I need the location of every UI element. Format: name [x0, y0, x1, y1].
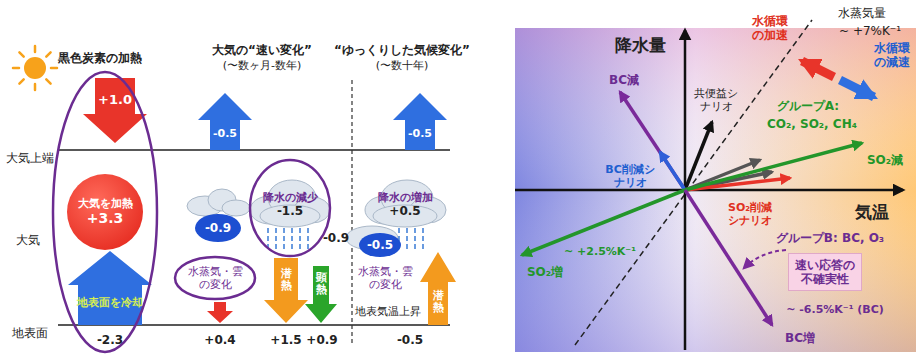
uncertainty-arc: [744, 250, 786, 268]
divider-line: [351, 80, 352, 345]
water-cycle-arrow: [802, 61, 834, 77]
flux-value: +0.4: [204, 333, 235, 347]
highlight-ellipse: [53, 72, 157, 352]
flux-name: 潜熱: [433, 290, 444, 314]
highlight-ellipse: [175, 257, 255, 299]
axis-label: 降水量: [615, 35, 666, 55]
water-cycle-arrow: [802, 61, 874, 97]
flux-value: +1.0: [98, 92, 132, 108]
chart-axis: [515, 30, 903, 350]
flux-name: 潜熱: [281, 268, 292, 292]
vapour-line: [575, 20, 812, 345]
scenario-label: BC削減シナリオ: [605, 163, 655, 189]
highlight-ellipse: [53, 72, 330, 352]
flux-arrow: [83, 78, 147, 143]
response-arrow: [685, 143, 862, 190]
rain-lines: [268, 228, 308, 252]
heading-text: 黒色炭素の加熱: [58, 51, 142, 65]
chart-ground: [515, 28, 916, 352]
process-label: 水蒸気・雲の変化: [188, 265, 243, 291]
process-label: 水蒸気・雲の変化: [358, 265, 413, 291]
process-label: 地表面を冷却: [77, 296, 143, 309]
response-arrow: [685, 178, 790, 190]
flux-arrow: [420, 252, 456, 325]
group-label: グループA:: [777, 99, 839, 113]
cloud-shape: [187, 180, 446, 250]
flux-value: -0.5: [397, 333, 423, 347]
node-text: -0.9: [205, 221, 231, 235]
trend-label: 水循環の加速: [751, 14, 789, 43]
flux-value: -0.9: [323, 231, 349, 245]
group-label: グループB: BC, O₃: [776, 231, 884, 245]
period-text: (〜数十年): [376, 59, 429, 72]
row-label: 大気上端: [6, 151, 54, 165]
level-line: [58, 150, 450, 325]
group-label: CO₂, SO₂, CH₄: [767, 117, 857, 131]
node-text: 降水の増加: [378, 191, 433, 204]
flux-arrow: [305, 266, 337, 323]
flux-value: -2.3: [97, 333, 123, 347]
level-line: [58, 150, 450, 325]
process-label: 地表気温上昇: [355, 305, 421, 318]
flux-arrow: [68, 78, 456, 325]
axis-label: 気温: [855, 202, 889, 222]
row-label: 地表面: [12, 326, 48, 340]
flux-arrow: [393, 93, 447, 150]
response-arrow: [522, 190, 685, 255]
rain-lines: [399, 228, 423, 250]
sun-icon: [13, 46, 57, 90]
rate-label: ~ +2.5%K⁻¹: [564, 245, 636, 258]
sun-icon: [13, 46, 57, 90]
heated-atmosphere-circle: 大気を加熱+3.3: [67, 174, 143, 250]
period-text: (〜数ヶ月-数年): [223, 59, 302, 72]
forcing-label: SO₂増: [527, 265, 563, 279]
water-cycle-arrow: [840, 80, 874, 97]
cloud-shape: [373, 205, 437, 227]
cloud-ellipse: -0.9: [195, 214, 241, 242]
cloud-shape: [260, 205, 320, 227]
node-text: 速い応答の不確実性: [794, 258, 856, 287]
response-arrow: [660, 152, 685, 190]
flux-arrow: [264, 258, 308, 323]
scenario-label: SO₂削減シナリオ: [725, 201, 776, 227]
precip-cloud: 降水の減少-1.5: [257, 187, 324, 223]
chart-ground: [515, 28, 916, 352]
flux-arrow: [198, 93, 252, 150]
forcing-label: BC増: [785, 331, 815, 345]
chart-ground: [515, 28, 916, 352]
cloud-shape: [222, 200, 250, 216]
heading-text: 大気の“速い変化”: [212, 43, 312, 57]
rate-label: ~ +7%K⁻¹: [839, 24, 901, 38]
scenario-label: 共便益シナリオ: [693, 87, 739, 113]
flux-value: +0.9: [306, 333, 337, 347]
node-text: -0.5: [367, 238, 393, 252]
flux-name: 顕熱: [316, 272, 327, 296]
node-text: +3.3: [87, 210, 124, 227]
rate-label: ~ -6.5%K⁻¹ (BC): [786, 303, 884, 316]
trend-label: 水蒸気量: [838, 6, 886, 20]
row-label: 大気: [16, 233, 40, 247]
flux-arrow: [207, 302, 233, 323]
chart-axis: [515, 189, 903, 192]
cloud-ellipse: -0.5: [359, 233, 401, 257]
flux-value: -0.5: [213, 127, 237, 140]
node-text: -1.5: [277, 204, 303, 218]
highlight-ellipse: [250, 160, 330, 256]
flux-value: +1.5: [270, 333, 301, 347]
node-text: 大気を加熱: [78, 197, 133, 210]
node-text: 降水の減少: [263, 191, 318, 204]
precip-cloud: 降水の増加+0.5: [372, 187, 439, 223]
heading-text: “ゆっくりした気候変化”: [334, 43, 470, 57]
flux-value: -0.5: [408, 127, 432, 140]
note-box: 速い応答の不確実性: [788, 253, 862, 291]
sun-icon: [24, 57, 46, 79]
node-text: +0.5: [389, 204, 420, 218]
forcing-label: SO₂減: [867, 153, 903, 167]
trend-label: 水循環の減速: [873, 41, 911, 70]
forcing-label: BC減: [609, 73, 639, 87]
response-arrow: [522, 92, 862, 325]
